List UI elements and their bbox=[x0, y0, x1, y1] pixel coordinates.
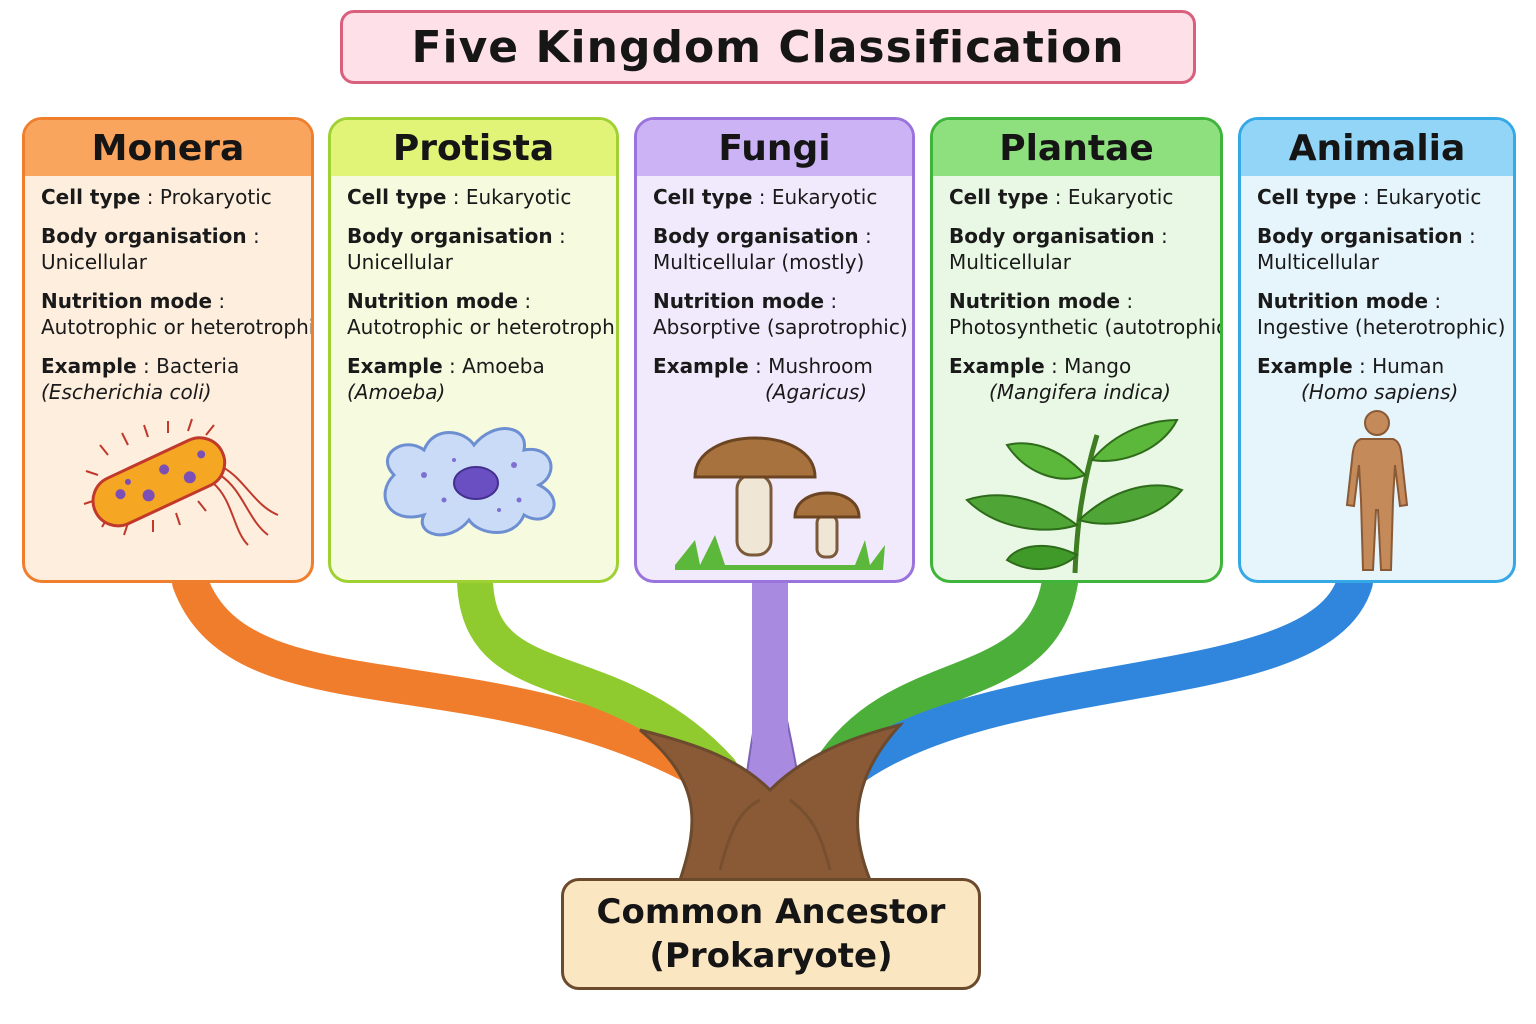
common-ancestor-box: Common Ancestor (Prokaryote) bbox=[561, 878, 981, 990]
kingdom-card-protista: Protista Cell type : Eukaryotic Body org… bbox=[328, 117, 619, 583]
example-value: Amoeba bbox=[462, 354, 545, 378]
kingdom-name: Plantae bbox=[999, 127, 1154, 169]
nutrition-mode-value: Absorptive (saprotrophic) bbox=[653, 315, 908, 339]
scientific-name: (Amoeba) bbox=[347, 380, 446, 404]
ancestor-subtitle: (Prokaryote) bbox=[649, 936, 893, 976]
example-label: Example bbox=[347, 354, 443, 378]
example-value: Human bbox=[1372, 354, 1445, 378]
branch-monera bbox=[172, 564, 718, 788]
cell-type-value: Prokaryotic bbox=[159, 185, 272, 209]
branch-protista bbox=[457, 564, 738, 788]
kingdom-name: Monera bbox=[91, 127, 245, 169]
card-header: Animalia bbox=[1241, 120, 1513, 176]
kingdom-card-monera: Monera Cell type : Prokaryotic Body orga… bbox=[22, 117, 314, 583]
scientific-name: (Homo sapiens) bbox=[1301, 380, 1459, 404]
body-organisation-value: Multicellular bbox=[1257, 250, 1380, 274]
cell-type-label: Cell type bbox=[1257, 185, 1357, 209]
tree-trunk bbox=[639, 722, 905, 882]
cell-type-value: Eukaryotic bbox=[1375, 185, 1482, 209]
mushroom-icon bbox=[674, 436, 885, 570]
body-organisation-label: Body organisation bbox=[1257, 224, 1463, 248]
body-organisation-value: Multicellular (mostly) bbox=[653, 250, 865, 274]
kingdom-name: Protista bbox=[392, 127, 555, 169]
kingdom-card-plantae: Plantae Cell type : Eukaryotic Body orga… bbox=[930, 117, 1223, 583]
body-organisation-label: Body organisation bbox=[41, 224, 247, 248]
kingdom-name: Animalia bbox=[1288, 127, 1466, 169]
body-organisation-value: Multicellular bbox=[949, 250, 1072, 274]
cell-type-value: Eukaryotic bbox=[1067, 185, 1174, 209]
example-label: Example bbox=[41, 354, 137, 378]
kingdom-name: Fungi bbox=[718, 127, 831, 169]
title-banner: Five Kingdom Classification bbox=[340, 10, 1196, 84]
cell-type-label: Cell type bbox=[653, 185, 753, 209]
card-header: Monera bbox=[25, 120, 311, 176]
scientific-name: (Agaricus) bbox=[765, 380, 868, 404]
example-value: Mango bbox=[1064, 354, 1132, 378]
diagram-title: Five Kingdom Classification bbox=[411, 21, 1125, 73]
card-header: Plantae bbox=[933, 120, 1220, 176]
body-organisation-label: Body organisation bbox=[653, 224, 859, 248]
card-header: Fungi bbox=[637, 120, 912, 176]
cell-type-value: Eukaryotic bbox=[771, 185, 878, 209]
nutrition-mode-label: Nutrition mode bbox=[347, 289, 519, 313]
nutrition-mode-label: Nutrition mode bbox=[41, 289, 213, 313]
nutrition-mode-value: Ingestive (heterotrophic) bbox=[1257, 315, 1506, 339]
card-header: Protista bbox=[331, 120, 616, 176]
cell-type-label: Cell type bbox=[347, 185, 447, 209]
plant-icon bbox=[964, 418, 1184, 574]
nutrition-mode-label: Nutrition mode bbox=[1257, 289, 1429, 313]
example-label: Example bbox=[949, 354, 1045, 378]
example-label: Example bbox=[1257, 354, 1353, 378]
body-organisation-label: Body organisation bbox=[949, 224, 1155, 248]
cell-type-label: Cell type bbox=[949, 185, 1049, 209]
cell-type-label: Cell type bbox=[41, 185, 141, 209]
nutrition-mode-label: Nutrition mode bbox=[949, 289, 1121, 313]
kingdom-card-animalia: Animalia Cell type : Eukaryotic Body org… bbox=[1238, 117, 1516, 583]
ancestor-title: Common Ancestor bbox=[596, 892, 946, 932]
nutrition-mode-label: Nutrition mode bbox=[653, 289, 825, 313]
bacterium-icon bbox=[83, 418, 279, 546]
scientific-name: (Escherichia coli) bbox=[41, 380, 212, 404]
nutrition-mode-value: Autotrophic or heterotrophic bbox=[347, 315, 619, 339]
example-label: Example bbox=[653, 354, 749, 378]
body-organisation-label: Body organisation bbox=[347, 224, 553, 248]
body-organisation-value: Unicellular bbox=[347, 250, 453, 274]
body-organisation-value: Unicellular bbox=[41, 250, 147, 274]
branch-plantae bbox=[812, 564, 1078, 788]
human-figure-icon bbox=[1345, 410, 1409, 571]
example-value: Bacteria bbox=[156, 354, 240, 378]
branch-animalia bbox=[832, 564, 1373, 788]
amoeba-icon bbox=[383, 427, 555, 537]
example-value: Mushroom bbox=[768, 354, 873, 378]
scientific-name: (Mangifera indica) bbox=[989, 380, 1171, 404]
kingdom-card-fungi: Fungi Cell type : Eukaryotic Body organi… bbox=[634, 117, 915, 583]
nutrition-mode-value: Autotrophic or heterotrophic bbox=[41, 315, 314, 339]
nutrition-mode-value: Photosynthetic (autotrophic) bbox=[949, 315, 1223, 339]
cell-type-value: Eukaryotic bbox=[465, 185, 572, 209]
